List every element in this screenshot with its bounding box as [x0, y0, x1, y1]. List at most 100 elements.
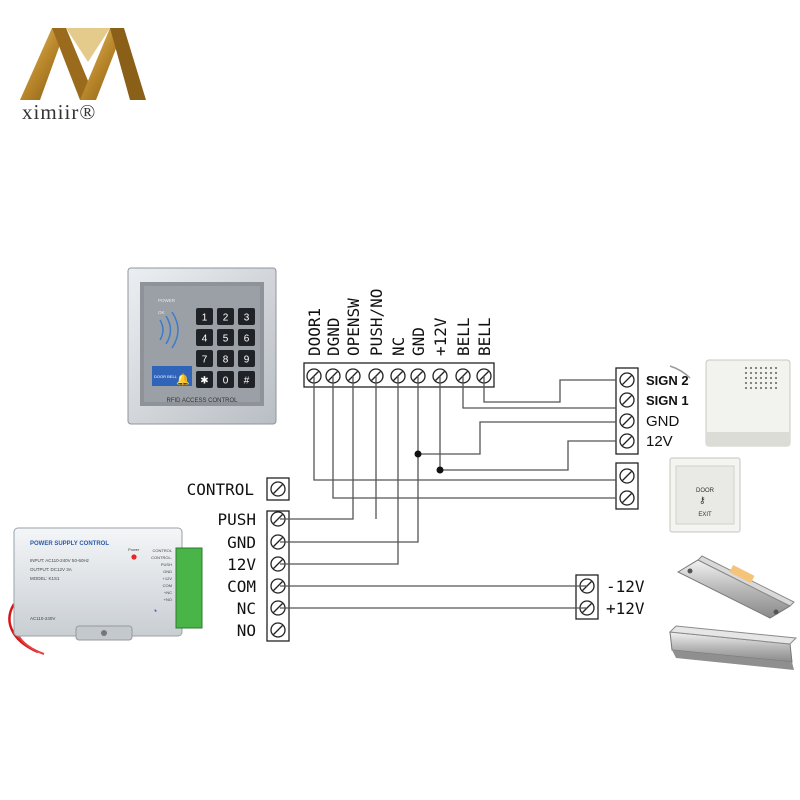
left-terminal-label: NO: [237, 621, 256, 640]
keypad-key-label: 0: [223, 376, 229, 387]
wire-dgnd-exit: [332, 376, 616, 499]
keypad-key: [238, 308, 255, 325]
keypad-key: [238, 371, 255, 388]
keypad-key-label: #: [244, 376, 250, 387]
keypad-key-label: 7: [202, 355, 208, 366]
keypad-key: [196, 350, 213, 367]
bell-terminal-label: SIGN 1: [646, 393, 689, 408]
left-terminal-screw: [270, 622, 286, 638]
psu-spec-line: MODEL: K1S1: [30, 576, 60, 581]
left-terminal-label: 12V: [227, 555, 256, 574]
keypad-key: [217, 308, 234, 325]
wires: [280, 376, 616, 609]
wire-12v-bell: [439, 376, 616, 471]
electric-bolt-lock-device: [676, 555, 795, 619]
top-terminal-label: DGND: [324, 317, 343, 356]
exit-button-bottom: EXIT: [698, 512, 712, 518]
psu-spec-line: INPUT: AC110-240V 50-60Hz: [30, 558, 90, 563]
top-terminal-label: GND: [409, 327, 428, 356]
bell-terminal-label: GND: [646, 413, 680, 430]
keypad-key: [217, 371, 234, 388]
control-terminal-label: CONTROL: [187, 480, 254, 499]
wire-opensw-push: [280, 376, 354, 520]
power-supply-device: POWER SUPPLY CONTROL INPUT: AC110-240V 5…: [8, 527, 203, 655]
top-terminal-label: +12V: [431, 317, 450, 356]
keypad-key: [196, 371, 213, 388]
keypad-key-label: 3: [244, 313, 250, 324]
left-terminal-label: COM: [227, 577, 256, 596]
left-terminal-screw: [270, 511, 286, 527]
exit-terminal-screw: [619, 490, 635, 506]
keypad-key-label: 2: [223, 313, 229, 324]
keypad-key: [217, 329, 234, 346]
psu-side-label: CONTROL: [152, 548, 172, 553]
lock-terminal-label: +12V: [606, 599, 645, 618]
psu-side-label: PUSH: [161, 562, 172, 567]
wire-door1-exit: [313, 376, 616, 481]
key-icon: ⚷: [699, 495, 706, 505]
keypad-key-label: 6: [244, 334, 250, 345]
keypad-key-label: 9: [244, 355, 250, 366]
psu-spec-line: OUTPUT: DC12V 3A: [30, 567, 72, 572]
lock-terminal-label: -12V: [606, 577, 645, 596]
top-terminal-label: DOOR1: [305, 308, 324, 356]
left-terminal-label: GND: [227, 533, 256, 552]
wire-junction: [436, 466, 444, 474]
left-terminal-label: PUSH: [217, 510, 256, 529]
keypad-bell-label: DOOR BELL: [154, 374, 178, 379]
top-terminal-label: PUSH/NO: [367, 289, 386, 356]
keypad-key-label: ✱: [200, 376, 208, 387]
brand-name: ximiir®: [22, 100, 97, 124]
keypad-key: [238, 329, 255, 346]
wire-gnd-bell: [417, 376, 616, 455]
exit-terminal-screw: [619, 468, 635, 484]
wire-nc-12v: [280, 376, 399, 565]
psu-side-label: +12V: [163, 576, 173, 581]
psu-side-label: +NO: [164, 597, 172, 602]
power-led-icon: [131, 554, 137, 560]
brand-logo: [20, 28, 146, 100]
keypad-key: [196, 308, 213, 325]
bell-terminal-screw: [619, 372, 635, 388]
control-terminal-screw: [270, 481, 286, 497]
doorbell-device: [669, 359, 791, 447]
keypad-key: [217, 350, 234, 367]
psu-status: Power: [128, 547, 140, 552]
exit-button-device: DOOR ⚷ EXIT: [669, 457, 741, 533]
keypad-key-label: 4: [202, 334, 208, 345]
keypad-key-label: 5: [223, 334, 229, 345]
wire-bell-sign1: [462, 376, 616, 409]
top-terminal-label: OPENSW: [344, 298, 363, 356]
wire-junction: [414, 450, 422, 458]
left-terminal-screw: [270, 534, 286, 550]
psu-title: POWER SUPPLY CONTROL: [30, 541, 109, 547]
bell-terminal-label: 12V: [646, 433, 673, 450]
wire-bell-sign2: [483, 376, 616, 403]
keypad-label: RFID ACCESS CONTROL: [166, 398, 238, 404]
bell-terminal-screw: [619, 392, 635, 408]
top-terminal-label: NC: [389, 337, 408, 356]
exit-button-top: DOOR: [696, 488, 715, 494]
keypad-key: [238, 350, 255, 367]
bell-icon: 🔔: [176, 373, 190, 386]
psu-side-label: GND: [163, 569, 172, 574]
wifi-icon: ◔: [152, 606, 157, 616]
top-terminal-label: BELL: [475, 317, 494, 356]
left-terminal-label: NC: [237, 599, 256, 618]
psu-ac-label: AC110-240V: [30, 616, 55, 621]
keypad-key-label: 8: [223, 355, 229, 366]
magnetic-lock-device: [668, 625, 798, 670]
rfid-icon: [159, 311, 179, 349]
psu-side-label: +NC: [164, 590, 172, 595]
psu-side-label: COM: [163, 583, 172, 588]
keypad-indicator-ok: OK: [158, 310, 165, 315]
psu-side-label: CONTROL-: [151, 555, 173, 560]
top-terminal-label: BELL: [454, 317, 473, 356]
bell-terminal-label: SIGN 2: [646, 373, 689, 388]
wire-gnd-psu: [280, 454, 419, 543]
keypad-key: [196, 329, 213, 346]
bell-terminal-screw: [619, 413, 635, 429]
bell-terminal-screw: [619, 433, 635, 449]
